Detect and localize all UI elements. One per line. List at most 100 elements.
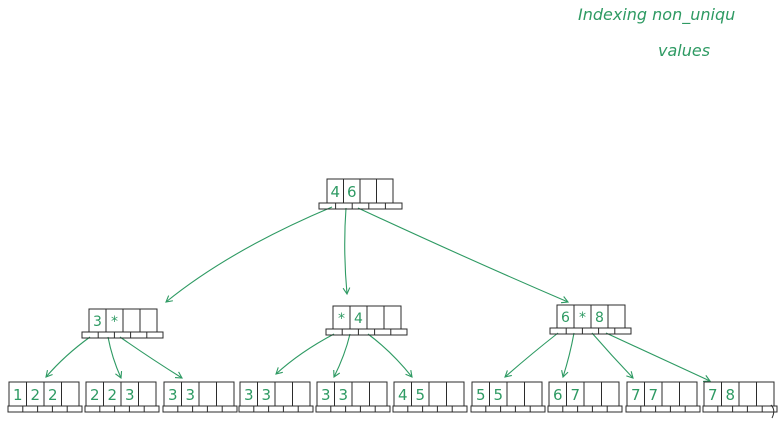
leaf-node-4-pointer-strip (238, 405, 314, 413)
edge-i1-l2-line (107, 336, 122, 379)
leaf-node-3-pointer-strip (162, 405, 238, 413)
edge-i3-l9 (591, 332, 634, 379)
leaf-node-1-key: 2 (30, 386, 40, 404)
leaf-node-2-pointer-strip (84, 405, 160, 413)
root-node-pointer-strip (318, 202, 403, 210)
leaf-node-5-key: 3 (338, 386, 348, 404)
edge-root-1-line (165, 206, 333, 303)
edge-i3-l9-line (591, 332, 634, 379)
edge-i1-l1 (45, 336, 91, 378)
leaf-node-9-key: 7 (631, 386, 641, 404)
internal-node-2-key: * (338, 311, 345, 327)
leaf-node-2-key: 2 (90, 386, 100, 404)
leaf-node-8-key: 6 (553, 386, 563, 404)
edge-i2-l5-head (333, 369, 341, 379)
leaf-node-3-key: 3 (185, 386, 195, 404)
edge-root-3-head (560, 296, 570, 304)
edge-i2-l4-line (275, 333, 335, 375)
edge-root-1 (165, 206, 333, 303)
leaf-node-3-key: 3 (168, 386, 178, 404)
edge-i1-l2 (107, 336, 123, 380)
internal-node-2: *4 (325, 305, 408, 336)
root-node-key: 6 (347, 183, 357, 201)
edge-i3-l10 (605, 332, 712, 383)
edge-i3-l7-head (504, 370, 512, 378)
edge-i3-l9-head (626, 371, 634, 379)
leaf-node-7-pointer-strip (470, 405, 546, 413)
internal-node-1-key: * (111, 314, 118, 330)
edge-i1-l1-line (45, 336, 91, 378)
edge-root-3 (357, 207, 570, 304)
internal-node-1-pointer-strip (81, 331, 164, 339)
leaf-node-9-key: 7 (648, 386, 658, 404)
edge-i3-l7-line (504, 332, 559, 378)
internal-node-1-key: 3 (93, 314, 102, 330)
internal-node-3-key: 8 (595, 310, 604, 326)
internal-node-1: 3* (81, 308, 164, 339)
edge-root-2-line (344, 207, 348, 295)
edge-i3-l8-head (561, 370, 569, 379)
leaf-node-10-key: 7 (708, 386, 718, 404)
internal-node-3: 6 * 8 (549, 304, 632, 335)
edge-i1-l1-head (45, 370, 53, 378)
leaf-node-1-key: 1 (13, 386, 23, 404)
edge-root-3-line (357, 207, 569, 303)
edge-i2-l4-head (275, 367, 283, 375)
title-line-2: values (658, 41, 710, 60)
leaf-node-5-key: 3 (321, 386, 331, 404)
edge-i2-l6 (367, 333, 413, 378)
leaf-node-4-key: 3 (244, 386, 254, 404)
leaf-node-1-key: 2 (48, 386, 58, 404)
leaf-node-10-key: 8 (725, 386, 735, 404)
edge-i3-l10-head (702, 375, 712, 383)
edge-root-2 (342, 207, 351, 296)
leaf-node-9-pointer-strip (625, 405, 701, 413)
tree-edges (45, 206, 775, 419)
edge-root-2-head (342, 287, 351, 296)
title-line-1: Indexing non_uniqu (578, 5, 735, 25)
leaf-node-2-key: 3 (125, 386, 135, 404)
leaf-node-6-key: 4 (398, 386, 408, 404)
leaf-node-7-key: 5 (493, 386, 503, 404)
edge-i1-l3-line (119, 336, 183, 379)
leaf-node-8-pointer-strip (547, 405, 623, 413)
internal-node-3-key: 6 (561, 310, 570, 326)
edge-i2-l4 (275, 333, 335, 375)
leaf-node-2-key: 2 (107, 386, 117, 404)
leaf-node-10-pointer-strip (702, 405, 778, 413)
leaf-node-7-key: 5 (476, 386, 486, 404)
leaf-node-4-key: 3 (261, 386, 271, 404)
edge-i2-l5-line (333, 333, 351, 378)
edge-i3-l7 (504, 332, 559, 378)
edge-i2-l6-line (367, 333, 413, 378)
leaf-node-5-pointer-strip (315, 405, 391, 413)
edge-i1-l2-head (115, 370, 123, 380)
edge-i1-l3 (119, 336, 183, 379)
leaf-node-8-key: 7 (570, 386, 580, 404)
root-node-key: 4 (330, 183, 340, 201)
edge-i2-l6-head (405, 370, 413, 378)
leaf-node-6-pointer-strip (392, 405, 468, 413)
edge-i3-l8 (561, 332, 575, 379)
edge-i3-l8-line (562, 332, 575, 378)
edge-i3-l10-line (605, 332, 711, 382)
edge-i1-l3-head (174, 371, 183, 379)
edge-i2-l5 (333, 333, 351, 379)
internal-node-2-key: 4 (354, 311, 363, 327)
internal-node-3-key: * (579, 310, 586, 326)
edge-root-1-head (165, 295, 173, 303)
leaf-node-1-pointer-strip (7, 405, 83, 413)
